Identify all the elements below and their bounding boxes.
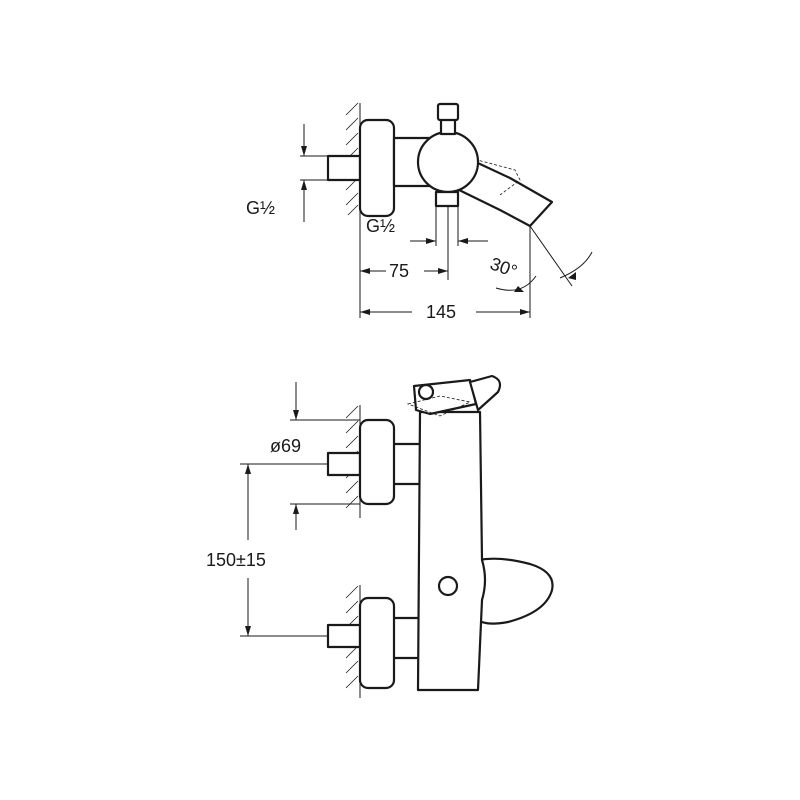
wall-rosette-top (358, 118, 396, 218)
spacing-label: 150±15 (206, 550, 266, 570)
spout-front (476, 557, 554, 625)
dim-inlet-thread (300, 124, 328, 222)
mixer-body-front (416, 410, 487, 692)
outlet-thread-label: G½ (366, 216, 395, 236)
spout-hidden-top (469, 157, 521, 196)
dim-diameter (290, 382, 360, 530)
lever-grip-front (468, 374, 502, 412)
outlet-stub-top (434, 190, 460, 208)
diverter-hole (437, 575, 459, 597)
dim-75-label: 75 (389, 261, 409, 281)
dim-75 (359, 206, 449, 318)
dim-outlet-thread (410, 206, 488, 246)
inlet-pipe-top (326, 154, 362, 182)
inlet-pipe-lower (326, 623, 362, 649)
wall-rosette-lower (358, 596, 396, 690)
front-view: ø69 150±15 (206, 374, 554, 698)
dim-angle (495, 225, 593, 292)
inlet-thread-label: G½ (246, 198, 275, 218)
dim-145 (360, 226, 531, 318)
mixer-body-top (416, 130, 480, 194)
lever-pivot (417, 383, 435, 401)
dim-spacing (240, 463, 328, 637)
angle-label: 30° (487, 253, 519, 281)
top-view: G½ G½ 75 145 (246, 102, 593, 322)
dim-145-label: 145 (426, 302, 456, 322)
inlet-pipe-upper (326, 451, 362, 477)
diameter-label: ø69 (270, 436, 301, 456)
lever-cap-top (436, 102, 460, 122)
wall-rosette-upper (358, 418, 396, 506)
lever-hidden-front (406, 395, 472, 417)
